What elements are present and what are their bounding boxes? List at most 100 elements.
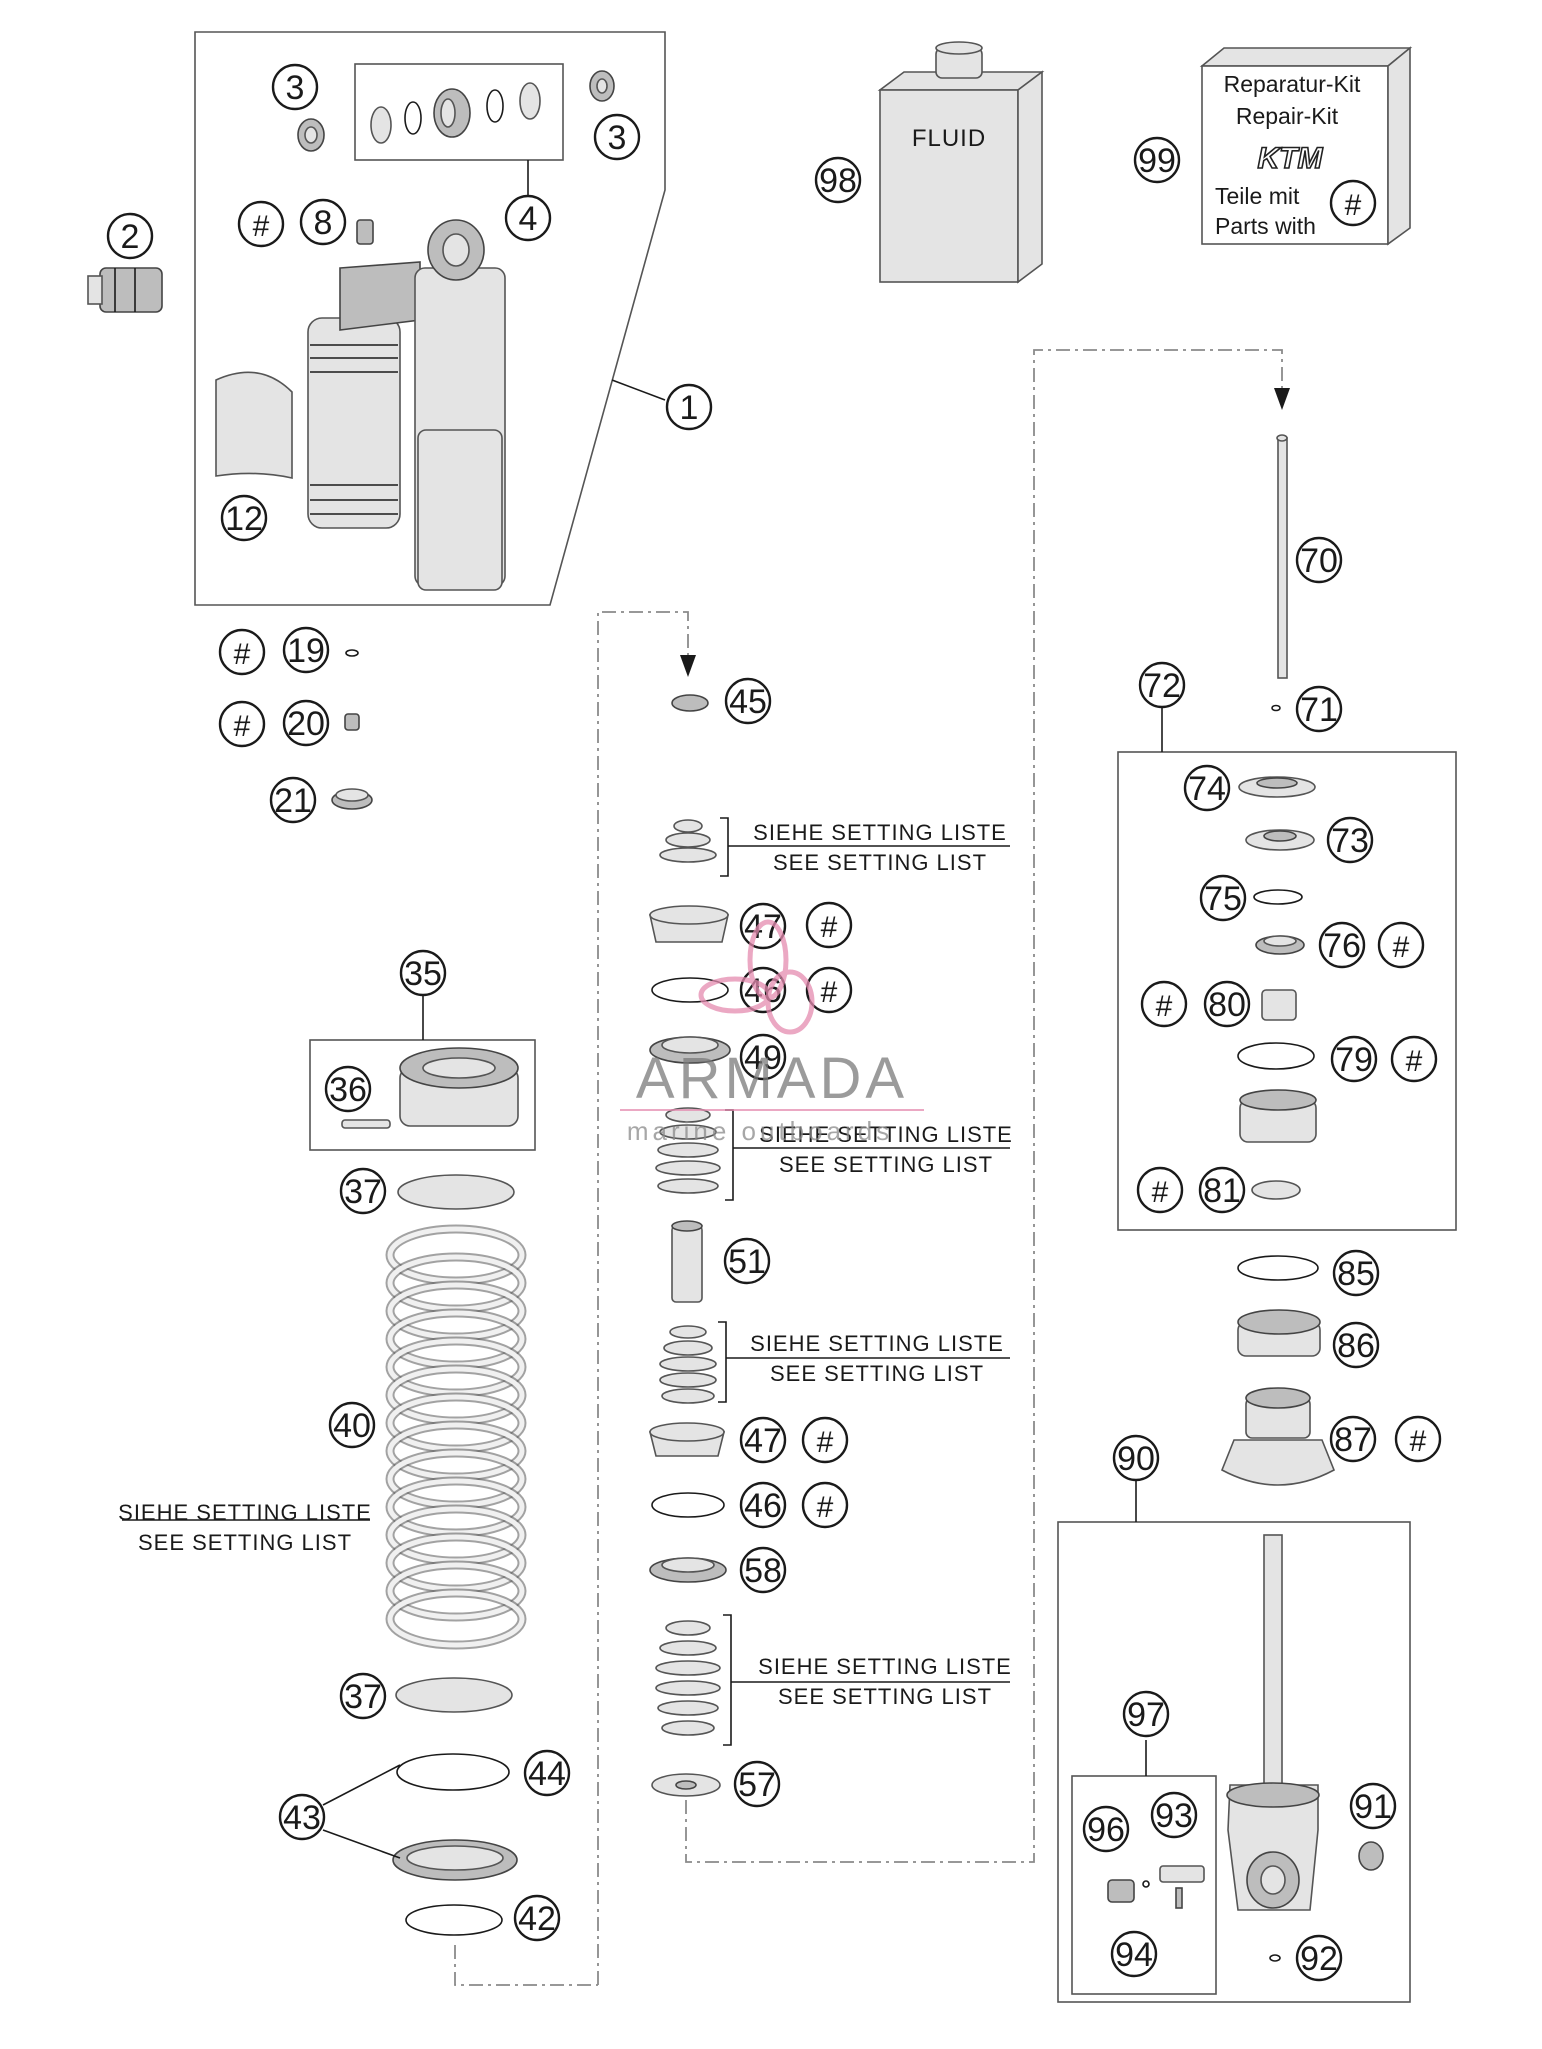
hash-callout: # (237, 200, 285, 248)
svg-text:98: 98 (819, 162, 857, 200)
leader-line (322, 1764, 401, 1806)
svg-text:#: # (817, 1491, 834, 1524)
svg-text:70: 70 (1300, 542, 1338, 580)
routing-line-center (685, 349, 1283, 1863)
armada-watermark: ARMADA marine outboards (620, 919, 924, 1146)
cap-part (331, 788, 373, 810)
svg-text:8: 8 (314, 204, 333, 242)
callout-58: 58 (739, 1546, 787, 1594)
callout-99: 99 (1133, 136, 1181, 184)
hash-callout: # (805, 901, 853, 949)
callout-79: 79 (1330, 1035, 1378, 1083)
routing-line-left (597, 611, 689, 1985)
kit-parts-de: Teile mit (1215, 183, 1300, 209)
callout-74: 74 (1183, 764, 1231, 812)
svg-text:75: 75 (1204, 880, 1242, 918)
svg-text:87: 87 (1334, 1421, 1372, 1459)
setting-note: SIEHE SETTING LISTE SEE SETTING LIST (118, 1500, 371, 1555)
svg-text:SIEHE SETTING LISTE: SIEHE SETTING LISTE (758, 1654, 1012, 1679)
callout-98: 98 (814, 156, 862, 204)
svg-text:SEE SETTING LIST: SEE SETTING LIST (770, 1361, 984, 1386)
circlip-part (1237, 1255, 1319, 1281)
callout-layer: 1233481219202135363737404243444547464951… (106, 63, 1442, 1982)
svg-text:91: 91 (1354, 1788, 1392, 1826)
hash-callout: # (1377, 921, 1425, 969)
callout-21: 21 (269, 776, 317, 824)
callout-86: 86 (1332, 1321, 1380, 1369)
o-ring-part (1269, 1954, 1281, 1962)
svg-text:3: 3 (608, 119, 627, 157)
svg-text:#: # (1393, 931, 1410, 964)
callout-51: 51 (723, 1237, 771, 1285)
svg-text:49: 49 (744, 1039, 782, 1077)
svg-text:72: 72 (1143, 667, 1181, 705)
svg-text:45: 45 (729, 683, 767, 721)
svg-text:58: 58 (744, 1552, 782, 1590)
collar-part (392, 1839, 518, 1881)
callout-12: 12 (220, 494, 268, 542)
callout-1: 1 (665, 383, 713, 431)
callout-43: 43 (278, 1793, 326, 1841)
callout-4: 4 (504, 194, 552, 242)
arrow-down-icon (680, 655, 696, 677)
svg-text:94: 94 (1115, 1936, 1153, 1974)
hash-callout: # (801, 1481, 849, 1529)
fluid-bottle-part: FLUID (877, 41, 1045, 284)
svg-text:97: 97 (1127, 1696, 1165, 1734)
svg-text:#: # (1156, 990, 1173, 1023)
arrow-down-icon (1274, 388, 1290, 410)
svg-text:#: # (253, 210, 270, 243)
svg-text:#: # (1406, 1045, 1423, 1078)
svg-text:1: 1 (680, 389, 699, 427)
callout-8: 8 (299, 198, 347, 246)
svg-text:37: 37 (344, 1678, 382, 1716)
callout-80: 80 (1203, 980, 1251, 1028)
shock-absorber-part (307, 219, 506, 591)
svg-text:#: # (1152, 1176, 1169, 1209)
callout-92: 92 (1295, 1934, 1343, 1982)
setting-note: SIEHE SETTING LISTE SEE SETTING LIST (759, 1122, 1013, 1177)
callout-96: 96 (1082, 1805, 1130, 1853)
shock-housing-part (1226, 1534, 1320, 1911)
svg-text:51: 51 (728, 1243, 766, 1281)
callout-37: 37 (339, 1167, 387, 1215)
o-ring-part (345, 649, 359, 657)
hash-callout: # (805, 966, 853, 1014)
callout-57: 57 (733, 1760, 781, 1808)
piston-assembly-frame (1117, 751, 1457, 1231)
hash-callout: # (1136, 1166, 1184, 1214)
svg-text:SIEHE SETTING LISTE: SIEHE SETTING LISTE (750, 1331, 1004, 1356)
setting-note: SIEHE SETTING LISTE SEE SETTING LIST (753, 820, 1006, 875)
ring-part (396, 1753, 510, 1791)
callout-36: 36 (324, 1065, 372, 1113)
circlip-part (405, 1904, 503, 1936)
hash-callout: # (801, 1416, 849, 1464)
repair-kit-box: Reparatur-Kit Repair-Kit KTM Teile mit P… (1199, 46, 1413, 246)
callout-73: 73 (1326, 816, 1374, 864)
svg-text:74: 74 (1188, 770, 1226, 808)
svg-text:12: 12 (225, 500, 263, 538)
callout-44: 44 (523, 1749, 571, 1797)
callout-94: 94 (1110, 1930, 1158, 1978)
callout-90: 90 (1112, 1434, 1160, 1482)
fluid-label: FLUID (912, 125, 986, 152)
svg-text:90: 90 (1117, 1440, 1155, 1478)
svg-text:20: 20 (287, 705, 325, 743)
center-column-parts (648, 694, 731, 1797)
svg-text:2: 2 (121, 218, 140, 256)
callout-85: 85 (1332, 1249, 1380, 1297)
svg-text:SEE SETTING LIST: SEE SETTING LIST (778, 1684, 992, 1709)
callout-70: 70 (1295, 536, 1343, 584)
setting-note: SIEHE SETTING LISTE SEE SETTING LIST (758, 1654, 1012, 1709)
valve-insert-part (344, 713, 360, 731)
watermark-subtitle: marine outboards (627, 1116, 893, 1146)
spring-seat-part (395, 1677, 513, 1713)
callout-71: 71 (1295, 685, 1343, 733)
hash-callout: # (1140, 980, 1188, 1028)
svg-text:SIEHE SETTING LISTE: SIEHE SETTING LISTE (759, 1122, 1013, 1147)
callout-91: 91 (1349, 1782, 1397, 1830)
hash-callout: # (1394, 1415, 1442, 1463)
callout-42: 42 (513, 1894, 561, 1942)
svg-text:#: # (821, 976, 838, 1009)
callout-47: 47 (739, 1416, 787, 1464)
